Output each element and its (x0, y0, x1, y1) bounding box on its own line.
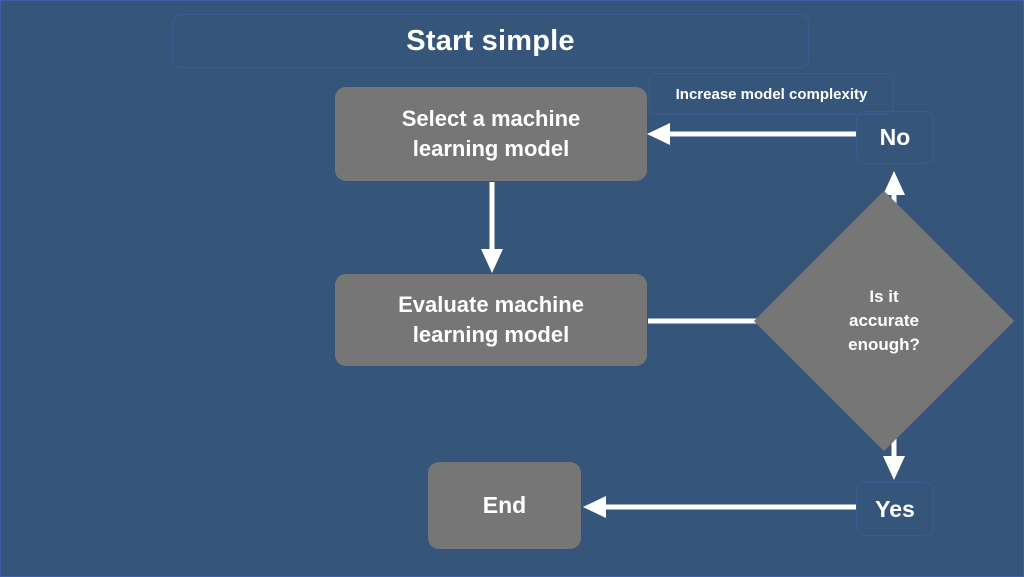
edge-yes-to-end (583, 496, 856, 518)
node-evaluate-model-label: Evaluate machine learning model (398, 290, 584, 351)
title-container (172, 14, 809, 68)
node-evaluate-model[interactable]: Evaluate machine learning model (335, 274, 647, 366)
edge-label-increase-complexity[interactable]: Increase model complexity (649, 73, 894, 115)
edge-select-to-evaluate (481, 182, 503, 273)
edge-label-no[interactable]: No (856, 111, 934, 164)
node-evaluate-model-line2: learning model (412, 322, 570, 347)
page-title: Start simple (406, 24, 575, 57)
node-select-model-line2: learning model (412, 136, 570, 161)
edge-label-yes[interactable]: Yes (856, 482, 934, 536)
node-decision-accurate[interactable]: Is it accurate enough? (753, 190, 1015, 452)
edge-no-to-select (647, 123, 856, 145)
node-decision-label: Is it accurate enough? (848, 286, 920, 355)
node-evaluate-model-line1: Evaluate machine (398, 291, 584, 317)
node-end[interactable]: End (428, 462, 581, 549)
node-select-model[interactable]: Select a machine learning model (335, 87, 647, 181)
node-select-model-line1: Select a machine (401, 105, 581, 131)
node-select-model-label: Select a machine learning model (402, 104, 581, 165)
